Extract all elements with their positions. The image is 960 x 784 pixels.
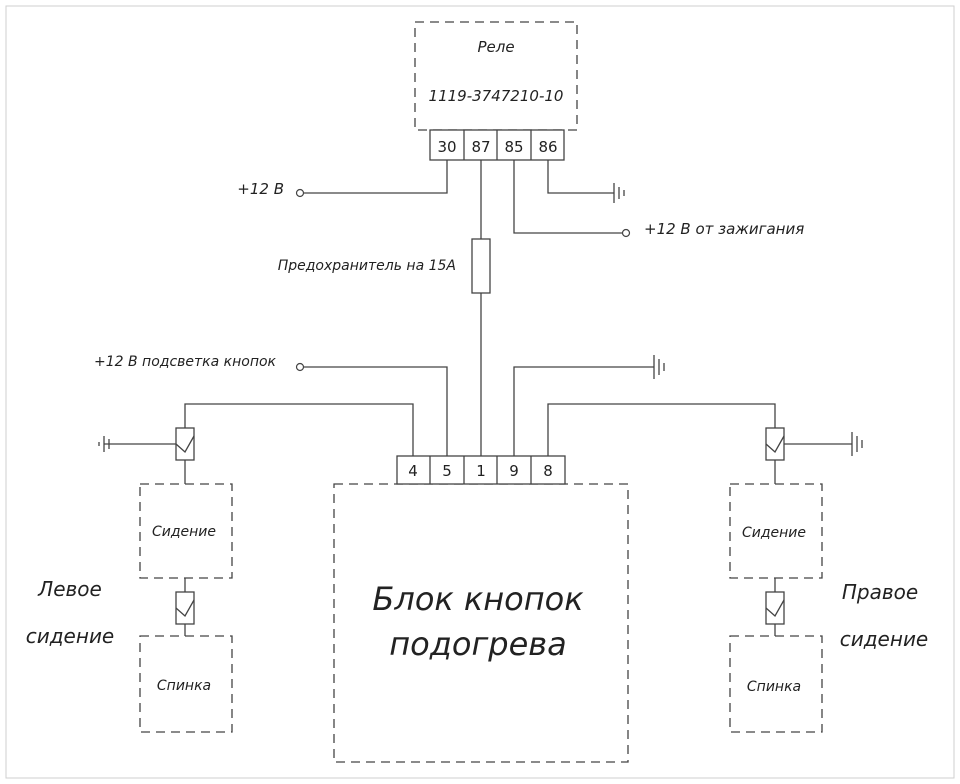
- left-seat-group: Сидение Спинка Левое сидение: [26, 427, 233, 733]
- right-side-line2: сидение: [840, 627, 929, 651]
- block-title-line2: подогрева: [389, 625, 566, 663]
- right-back-label: Спинка: [747, 679, 801, 695]
- fuse: [471, 238, 491, 294]
- block-pin-9: 9: [509, 462, 519, 480]
- button-block-body: [333, 483, 629, 763]
- left-back-label: Спинка: [157, 678, 211, 694]
- relay-pin-86: 86: [538, 138, 557, 156]
- block-pin-5: 5: [442, 462, 452, 480]
- right-back-heater: [729, 635, 823, 733]
- label-plus12: +12 В: [237, 180, 284, 198]
- relay-pin-30: 30: [437, 138, 456, 156]
- right-side-line1: Правое: [842, 580, 918, 604]
- ground-icon: [98, 436, 110, 452]
- relay: Реле 1119-3747210-10 30 87 85 86: [414, 21, 578, 161]
- right-seat-heater: [729, 483, 823, 579]
- terminal-backlight: [295, 362, 305, 372]
- block-pin-1: 1: [476, 462, 486, 480]
- terminal-plus12: [295, 188, 305, 198]
- right-back-thermal-switch: [765, 591, 785, 625]
- relay-pin-85: 85: [504, 138, 523, 156]
- relay-wiring: +12 В +12 В от зажигания Предохранитель …: [237, 160, 804, 456]
- relay-part-number: 1119-3747210-10: [429, 87, 564, 105]
- left-back-heater: [139, 635, 233, 733]
- block-title-line1: Блок кнопок: [372, 580, 584, 618]
- right-seat-group: Сидение Спинка Правое сидение: [729, 427, 929, 733]
- label-fuse: Предохранитель на 15А: [278, 258, 456, 274]
- left-seat-heater: [139, 483, 233, 579]
- terminal-ignition: [621, 228, 631, 238]
- right-seat-label: Сидение: [742, 525, 806, 541]
- left-thermal-switch: [175, 427, 195, 461]
- block-pin-strip: [396, 455, 566, 485]
- label-plus12-backlight: +12 В подсветка кнопок: [94, 354, 277, 370]
- ground-icon: [613, 183, 625, 203]
- label-plus12-ignition: +12 В от зажигания: [644, 220, 804, 238]
- frame: [5, 5, 955, 779]
- left-side-line1: Левое: [37, 577, 102, 601]
- left-side-line2: сидение: [26, 624, 115, 648]
- relay-pin-87: 87: [471, 138, 490, 156]
- button-block: 4 5 1 9 8 Блок кнопок подогрева: [333, 455, 629, 763]
- block-pin-8: 8: [543, 462, 553, 480]
- block-pin-4: 4: [408, 462, 418, 480]
- relay-label: Реле: [477, 38, 514, 56]
- ground-icon: [653, 355, 665, 379]
- right-thermal-switch: [765, 427, 785, 461]
- left-back-thermal-switch: [175, 591, 195, 625]
- ground-icon: [851, 432, 863, 456]
- left-seat-label: Сидение: [152, 524, 216, 540]
- block-upper-wiring: +12 В подсветка кнопок: [94, 354, 776, 456]
